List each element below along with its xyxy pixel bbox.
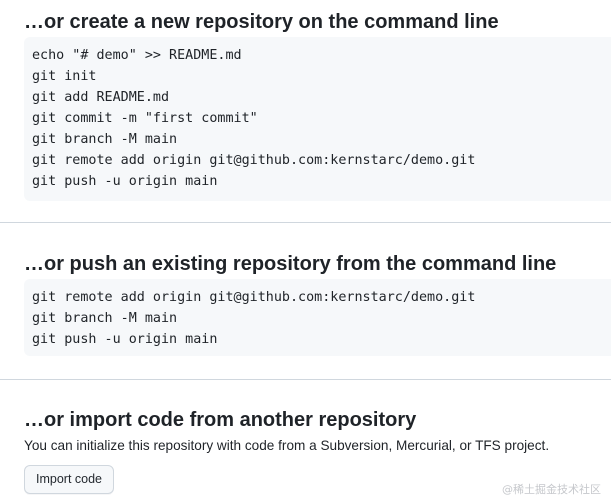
code-line: git remote add origin git@github.com:ker…: [32, 153, 476, 168]
push-repo-code-block[interactable]: git remote add origin git@github.com:ker…: [24, 279, 611, 356]
code-line: git push -u origin main: [32, 332, 218, 347]
code-line: git branch -M main: [32, 132, 178, 147]
watermark: @稀土掘金技术社区: [502, 483, 601, 496]
import-code-button[interactable]: Import code: [24, 465, 115, 494]
code-line: git push -u origin main: [32, 174, 218, 189]
create-repo-code-block[interactable]: echo "# demo" >> README.md git init git …: [24, 37, 611, 201]
section-divider: [0, 379, 611, 380]
code-line: git remote add origin git@github.com:ker…: [32, 290, 476, 305]
code-line: git add README.md: [32, 90, 170, 105]
push-repo-heading: …or push an existing repository from the…: [24, 253, 557, 275]
create-repo-heading: …or create a new repository on the comma…: [24, 11, 499, 33]
code-line: git commit -m "first commit": [32, 111, 258, 126]
code-line: git branch -M main: [32, 311, 178, 326]
import-description: You can initialize this repository with …: [24, 438, 550, 453]
import-repo-heading: …or import code from another repository: [24, 409, 417, 431]
code-line: git init: [32, 69, 97, 84]
section-divider: [0, 222, 611, 223]
code-line: echo "# demo" >> README.md: [32, 48, 242, 63]
